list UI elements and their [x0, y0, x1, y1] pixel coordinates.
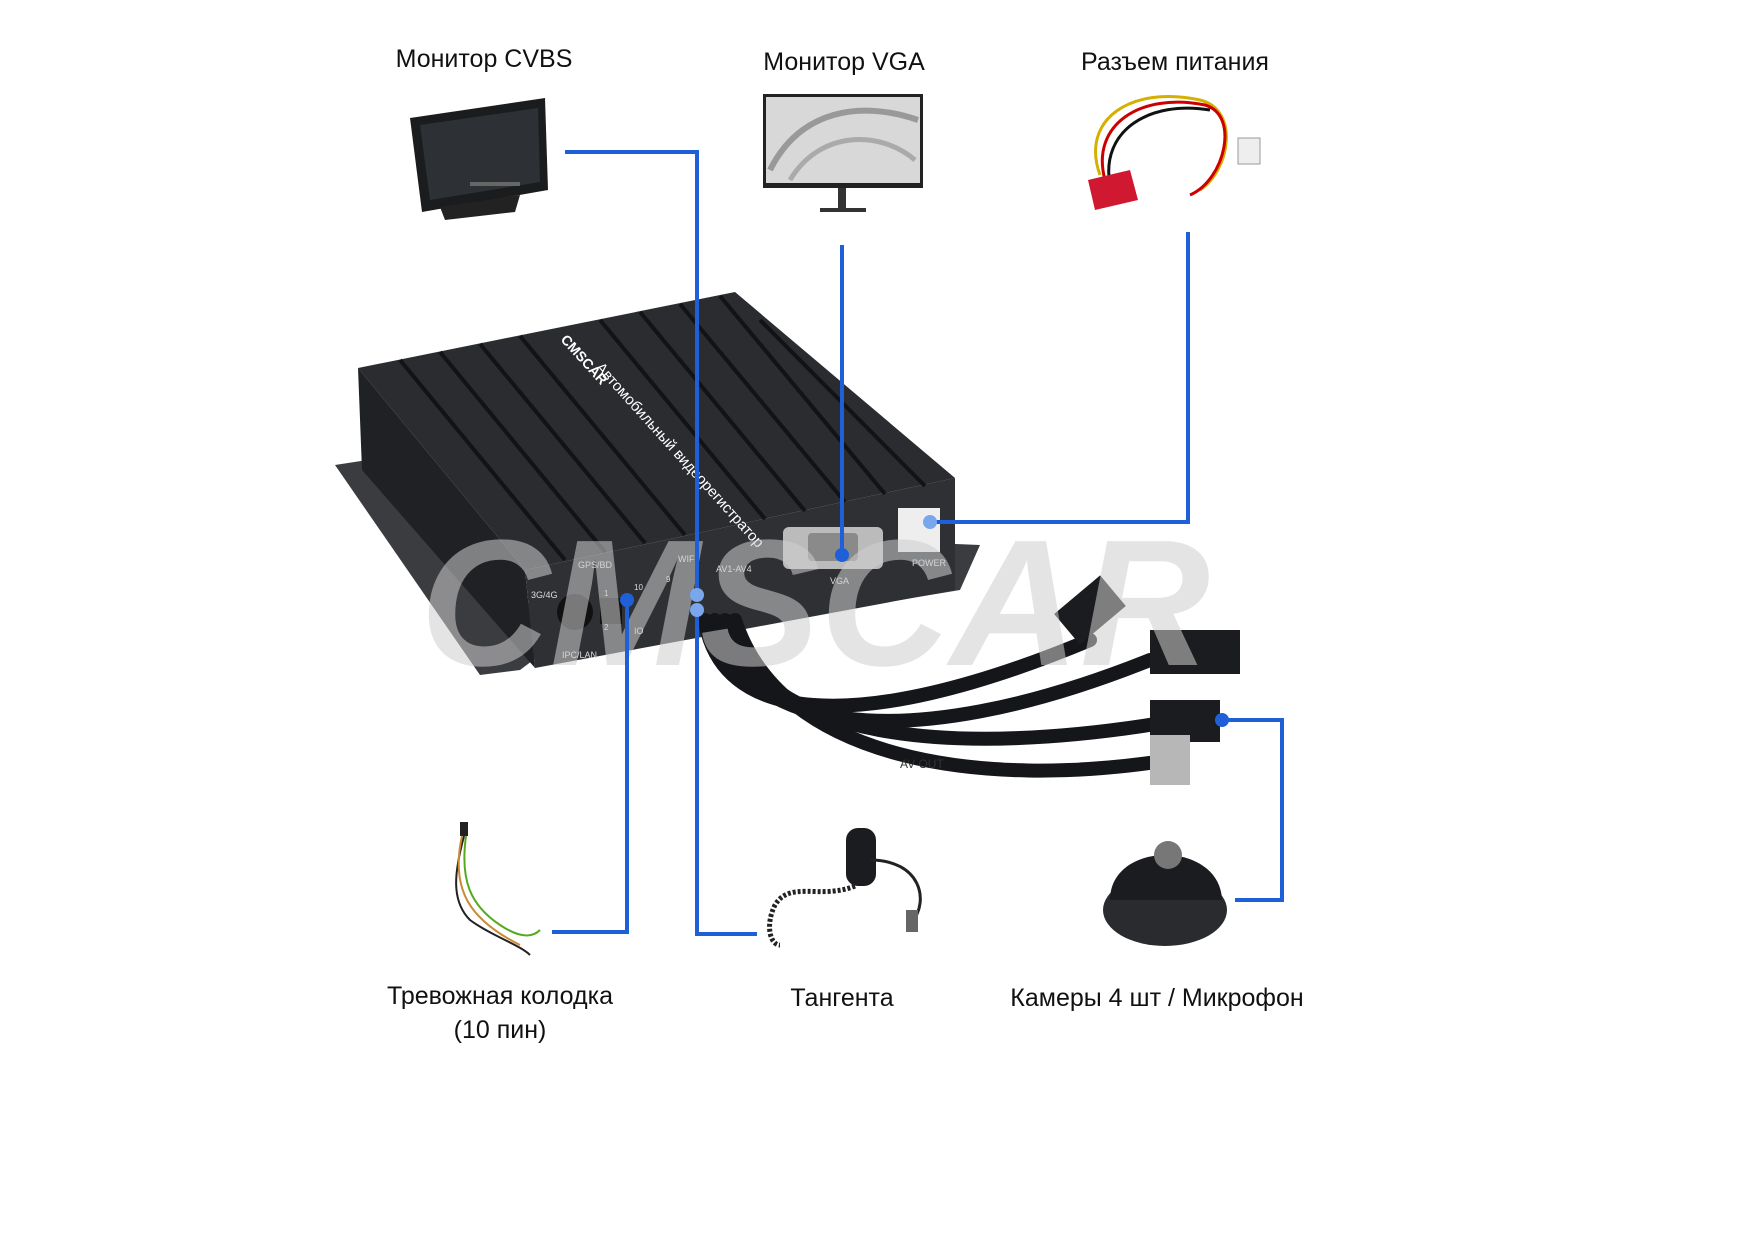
label-power-connector: Разъем питания — [1081, 48, 1269, 76]
connector-dots — [620, 515, 1229, 727]
label-cvbs-monitor: Монитор CVBS — [395, 45, 573, 73]
dot-cvbs — [690, 588, 704, 602]
dome-camera-image — [1103, 841, 1227, 946]
av-cables-image: AV OUT — [698, 575, 1240, 785]
line-alarm — [552, 600, 629, 934]
port-power-label: POWER — [912, 558, 947, 568]
cable-tag-text: AV OUT — [900, 757, 944, 771]
pin-9-label: 9 — [666, 575, 671, 584]
line-cameras — [1222, 718, 1284, 902]
label-alarm-block: Тревожная колодка — [387, 982, 613, 1010]
dot-ptt — [690, 603, 704, 617]
line-cvbs — [565, 150, 699, 595]
label-alarm-block-pins: (10 пин) — [453, 1016, 547, 1044]
dot-alarm — [620, 593, 634, 607]
power-cable-image — [1088, 95, 1261, 210]
port-wifi-label: WIFI — [678, 554, 697, 564]
connector-lines — [552, 150, 1284, 936]
pin-1-label: 1 — [604, 589, 609, 598]
dot-cameras — [1215, 713, 1229, 727]
ptt-handset-image — [767, 828, 922, 948]
port-vga-label: VGA — [830, 576, 849, 586]
vga-monitor-image — [763, 94, 923, 212]
watermark-text: CMSCAR — [420, 503, 1210, 704]
dvr-device-image: CMSCAR Автомобильный видеорегистратор VG… — [335, 292, 980, 675]
alarm-cable-image — [455, 822, 541, 956]
label-vga-monitor: Монитор VGA — [763, 48, 925, 76]
label-cameras-mic: Камеры 4 шт / Микрофон — [1010, 984, 1304, 1012]
line-ptt — [695, 610, 757, 936]
line-power — [930, 232, 1190, 524]
dot-power — [923, 515, 937, 529]
port-av-label: AV1-AV4 — [716, 564, 752, 574]
port-ipc-label: IPC/LAN — [562, 650, 597, 660]
port-3g4g-label: 3G/4G — [531, 590, 558, 600]
port-gps-label: GPS/BD — [578, 560, 613, 570]
cvbs-monitor-image — [410, 98, 548, 220]
dot-vga — [835, 548, 849, 562]
pin-2-label: 2 — [604, 623, 609, 632]
pin-10-label: 10 — [634, 583, 643, 592]
port-io-label: IO — [634, 626, 644, 636]
label-ptt-handset: Тангента — [790, 984, 894, 1012]
